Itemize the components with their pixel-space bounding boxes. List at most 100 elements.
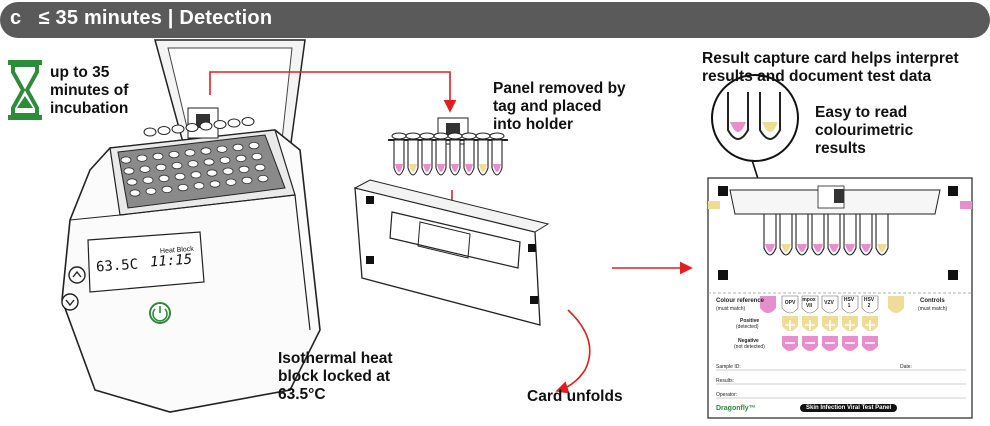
panel-tube-liquid <box>395 164 403 172</box>
display-time: 11:15 <box>149 251 193 271</box>
plus-icon <box>805 320 815 330</box>
well <box>238 165 250 173</box>
easy-read-line-1: Easy to read <box>815 104 908 121</box>
well <box>257 175 269 183</box>
card-swatches <box>760 295 904 351</box>
panel-tube-cap <box>447 132 463 140</box>
card-holder <box>353 179 550 326</box>
plus-icon <box>825 320 835 330</box>
control-yellow-swatch <box>888 296 904 313</box>
display-temperature: 63.5C <box>95 256 139 276</box>
controls-sub: (must match) <box>918 306 948 312</box>
reference-pink-swatch <box>760 296 776 313</box>
panel-tube-cap <box>419 132 435 140</box>
well <box>254 164 266 172</box>
brand-logo: Dragonfly™ <box>716 405 756 412</box>
block-tube-cap <box>199 121 213 131</box>
block-tube-cap <box>171 124 185 134</box>
panel-tube-cap <box>489 132 505 140</box>
panel-tube-liquid <box>451 164 459 172</box>
panel-tube-cap <box>461 132 477 140</box>
well <box>225 178 237 186</box>
heat-block-wells <box>120 142 269 197</box>
panel-tube-cap <box>433 132 449 140</box>
card-tube-liquid <box>813 244 823 252</box>
well <box>200 147 212 155</box>
panel-tube-liquid <box>409 164 417 172</box>
well <box>251 153 263 161</box>
well <box>241 176 253 184</box>
well <box>177 184 189 192</box>
isothermal-line-1: Isothermal heat <box>278 350 393 367</box>
block-tube-cap <box>227 118 241 128</box>
card-tube-liquid <box>765 244 775 252</box>
positive-sub: (detected) <box>736 324 759 330</box>
well <box>145 187 157 195</box>
block-tube-cap <box>241 117 255 126</box>
negative-label: Negative <box>738 338 759 344</box>
well <box>203 158 215 166</box>
well <box>248 142 260 150</box>
well <box>187 160 199 168</box>
well <box>168 151 180 159</box>
date-field: Date: <box>900 364 912 370</box>
well <box>155 163 167 171</box>
well <box>174 173 186 181</box>
well <box>190 171 202 179</box>
block-tube-cap <box>157 126 171 135</box>
arrow-card-unfolds <box>555 309 591 394</box>
result-card-line-2: results and document test data <box>702 68 932 85</box>
card-tube-liquid <box>861 244 871 252</box>
panel-tube-liquid <box>465 164 473 172</box>
well <box>219 156 231 164</box>
negative-sub: (not detected) <box>734 344 765 350</box>
well <box>193 182 205 190</box>
target-swatch <box>821 295 839 314</box>
target-hsv2: HSV 2 <box>863 297 875 309</box>
well <box>216 145 228 153</box>
target-swatch <box>841 295 859 314</box>
block-tube-cap <box>213 120 227 129</box>
well <box>206 169 218 177</box>
plus-icon <box>785 320 795 330</box>
section-title: c ≤ 35 minutes | Detection <box>10 7 272 30</box>
isothermal-label: Isothermal heat block locked at 63.5°C <box>278 350 393 404</box>
block-tube-cap <box>185 123 199 132</box>
card-tube-liquid <box>877 244 887 252</box>
incubation-line-3: incubation <box>50 100 129 117</box>
positive-label: Positive <box>740 318 760 324</box>
panel-removed-line-1: Panel removed by <box>493 80 626 97</box>
well <box>171 162 183 170</box>
well <box>184 149 196 157</box>
plus-icon <box>865 320 875 330</box>
target-swatch <box>781 295 799 314</box>
isothermal-line-3: 63.5°C <box>278 386 326 403</box>
block-tubes <box>143 117 255 137</box>
controls-label: Controls <box>920 298 945 304</box>
panel-removed-label: Panel removed by tag and placed into hol… <box>493 80 626 134</box>
panel-tube-cap <box>405 132 421 140</box>
well <box>129 189 141 197</box>
easy-read-line-3: results <box>815 140 866 157</box>
well <box>142 176 154 184</box>
panel-tubes <box>391 132 505 176</box>
easy-read-label: Easy to read colourimetric results <box>815 104 913 158</box>
target-opv: OPV <box>784 300 796 306</box>
panel-removed-line-3: into holder <box>493 116 574 133</box>
well <box>235 154 247 162</box>
panel-tube-liquid <box>437 164 445 172</box>
section-banner: c ≤ 35 minutes | Detection <box>0 0 990 40</box>
well <box>161 185 173 193</box>
results-field: Results: <box>716 378 735 384</box>
hourglass-icon <box>8 60 42 120</box>
well <box>209 180 221 188</box>
card-tube-liquid <box>845 244 855 252</box>
card-tube-liquid <box>829 244 839 252</box>
well <box>120 156 132 164</box>
arrow-to-panel <box>209 71 457 113</box>
panel-tube-cap <box>391 132 407 140</box>
well <box>126 178 138 186</box>
card-unfolds-label: Card unfolds <box>527 388 623 405</box>
panel-tube-cap <box>475 132 491 140</box>
